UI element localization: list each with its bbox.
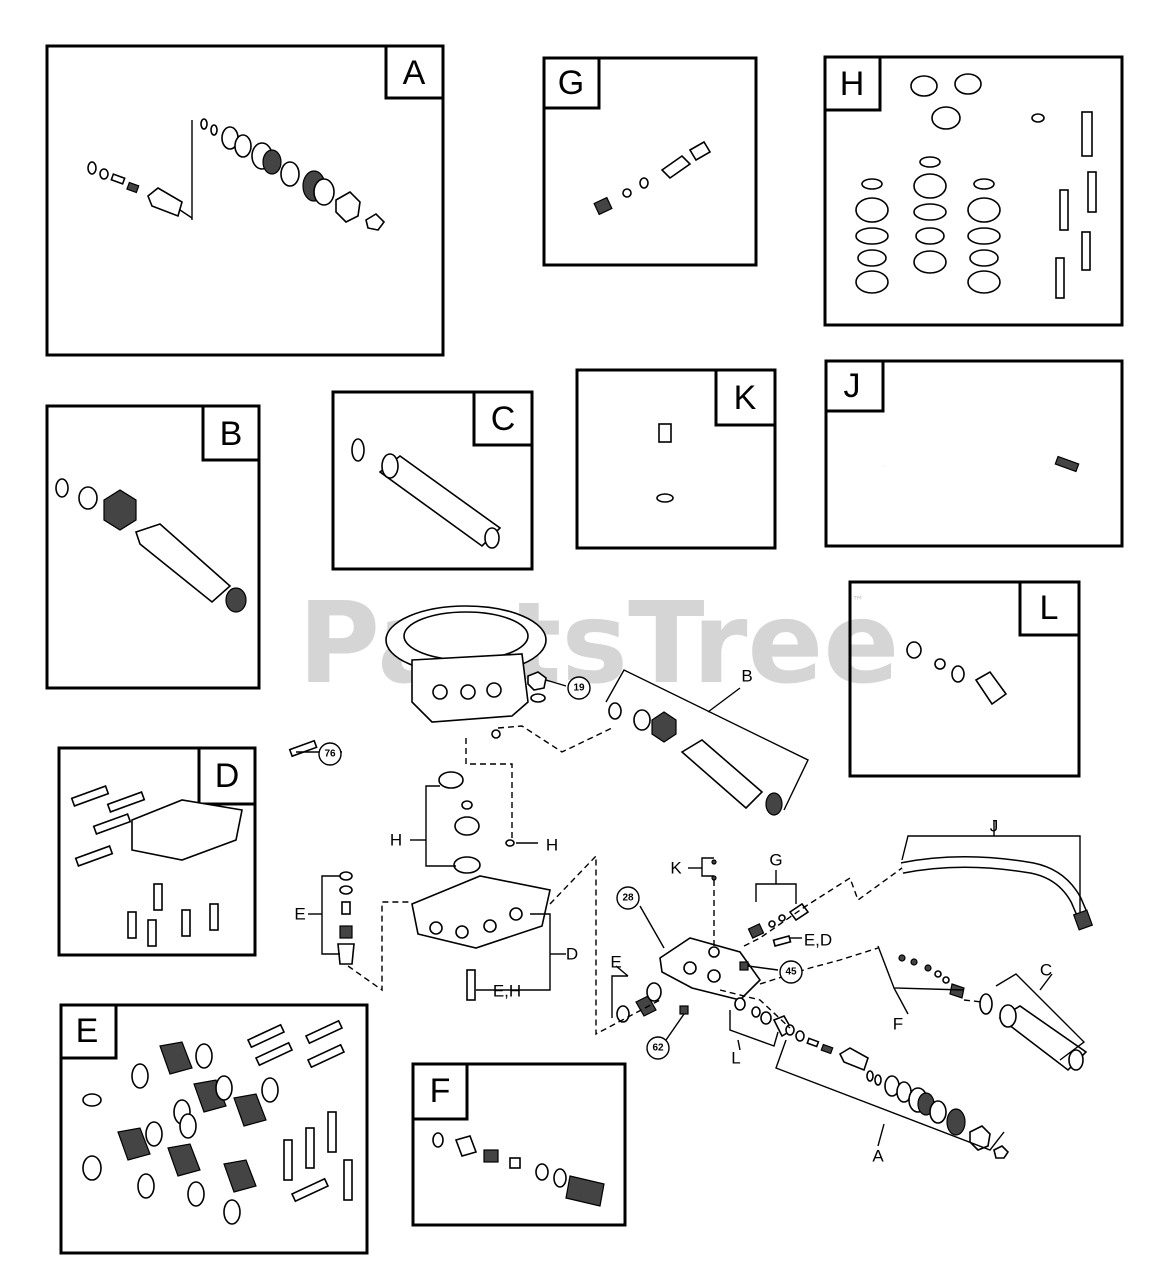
kit-box-g: G [542, 56, 758, 267]
kit-label-a: A [403, 54, 426, 92]
svg-text:76: 76 [324, 749, 336, 760]
kit-d-parts [70, 785, 243, 947]
callout-g: G [769, 851, 782, 870]
callout-e-left: E [294, 905, 305, 924]
kit-label-j: J [844, 367, 861, 405]
kit-box-a: A [45, 44, 445, 357]
callout-h-left: H [390, 831, 402, 850]
kit-j-parts [882, 446, 1080, 473]
kit-box-e: E [59, 1003, 369, 1255]
callout-e-d: E,D [804, 931, 832, 950]
callout-a: A [872, 1147, 884, 1166]
kit-a-parts [87, 118, 386, 231]
kit-box-d: D [57, 746, 257, 957]
kit-label-d: D [215, 757, 240, 795]
kit-label-c: C [491, 400, 516, 438]
callout-k: K [670, 859, 682, 878]
callout-h-right: H [546, 836, 558, 855]
ref-circle-76: 76 [318, 742, 342, 766]
kit-box-l: L [848, 580, 1081, 778]
callout-e-mid: E [610, 953, 621, 972]
kit-box-j: J [824, 359, 1124, 548]
callout-c: C [1040, 961, 1052, 980]
ref-circle-45: 45 [779, 960, 803, 984]
kit-label-k: K [734, 379, 757, 417]
kit-b-parts [55, 478, 247, 613]
kit-l-parts [906, 641, 1008, 706]
ref-circle-28: 28 [616, 886, 640, 910]
lower-manifold [411, 875, 551, 949]
main-assembly [288, 605, 1094, 1159]
kit-h-parts [855, 73, 1097, 299]
callout-j: J [990, 817, 999, 836]
kit-f-parts [432, 1132, 605, 1207]
kit-label-g: G [558, 64, 584, 102]
kit-label-f: F [430, 1072, 451, 1110]
kit-box-c: C [331, 390, 534, 571]
kit-c-parts [351, 438, 502, 549]
valve-body [659, 937, 762, 1001]
callout-d: D [566, 945, 578, 964]
ref-circle-62: 62 [646, 1036, 670, 1060]
svg-text:28: 28 [622, 893, 634, 904]
kit-label-l: L [1040, 589, 1059, 627]
ref-circle-19: 19 [567, 676, 591, 700]
watermark-trademark: ™ [852, 594, 864, 608]
kit-e-parts [82, 1019, 353, 1225]
callout-b: B [741, 667, 752, 686]
svg-text:62: 62 [652, 1043, 664, 1054]
kit-box-k: K [575, 368, 777, 550]
callout-labels: B H H E E,H D K G E,D J E F C L A [294, 667, 1052, 1166]
callout-l: L [731, 1049, 740, 1068]
kit-k-parts [656, 423, 674, 503]
kit-label-h: H [840, 65, 865, 103]
kit-label-b: B [220, 415, 243, 453]
kit-g-parts [593, 140, 712, 216]
callout-e-h: E,H [493, 982, 521, 1001]
kit-label-e: E [76, 1012, 99, 1050]
svg-text:19: 19 [573, 683, 585, 694]
ref-numbers: 19 76 28 45 62 [318, 676, 803, 1060]
callout-f: F [893, 1015, 903, 1034]
kit-box-h: H [823, 55, 1124, 327]
kit-box-f: F [411, 1062, 627, 1227]
kit-box-b: B [45, 404, 261, 690]
svg-text:45: 45 [785, 967, 797, 978]
pump-housing [385, 605, 547, 739]
